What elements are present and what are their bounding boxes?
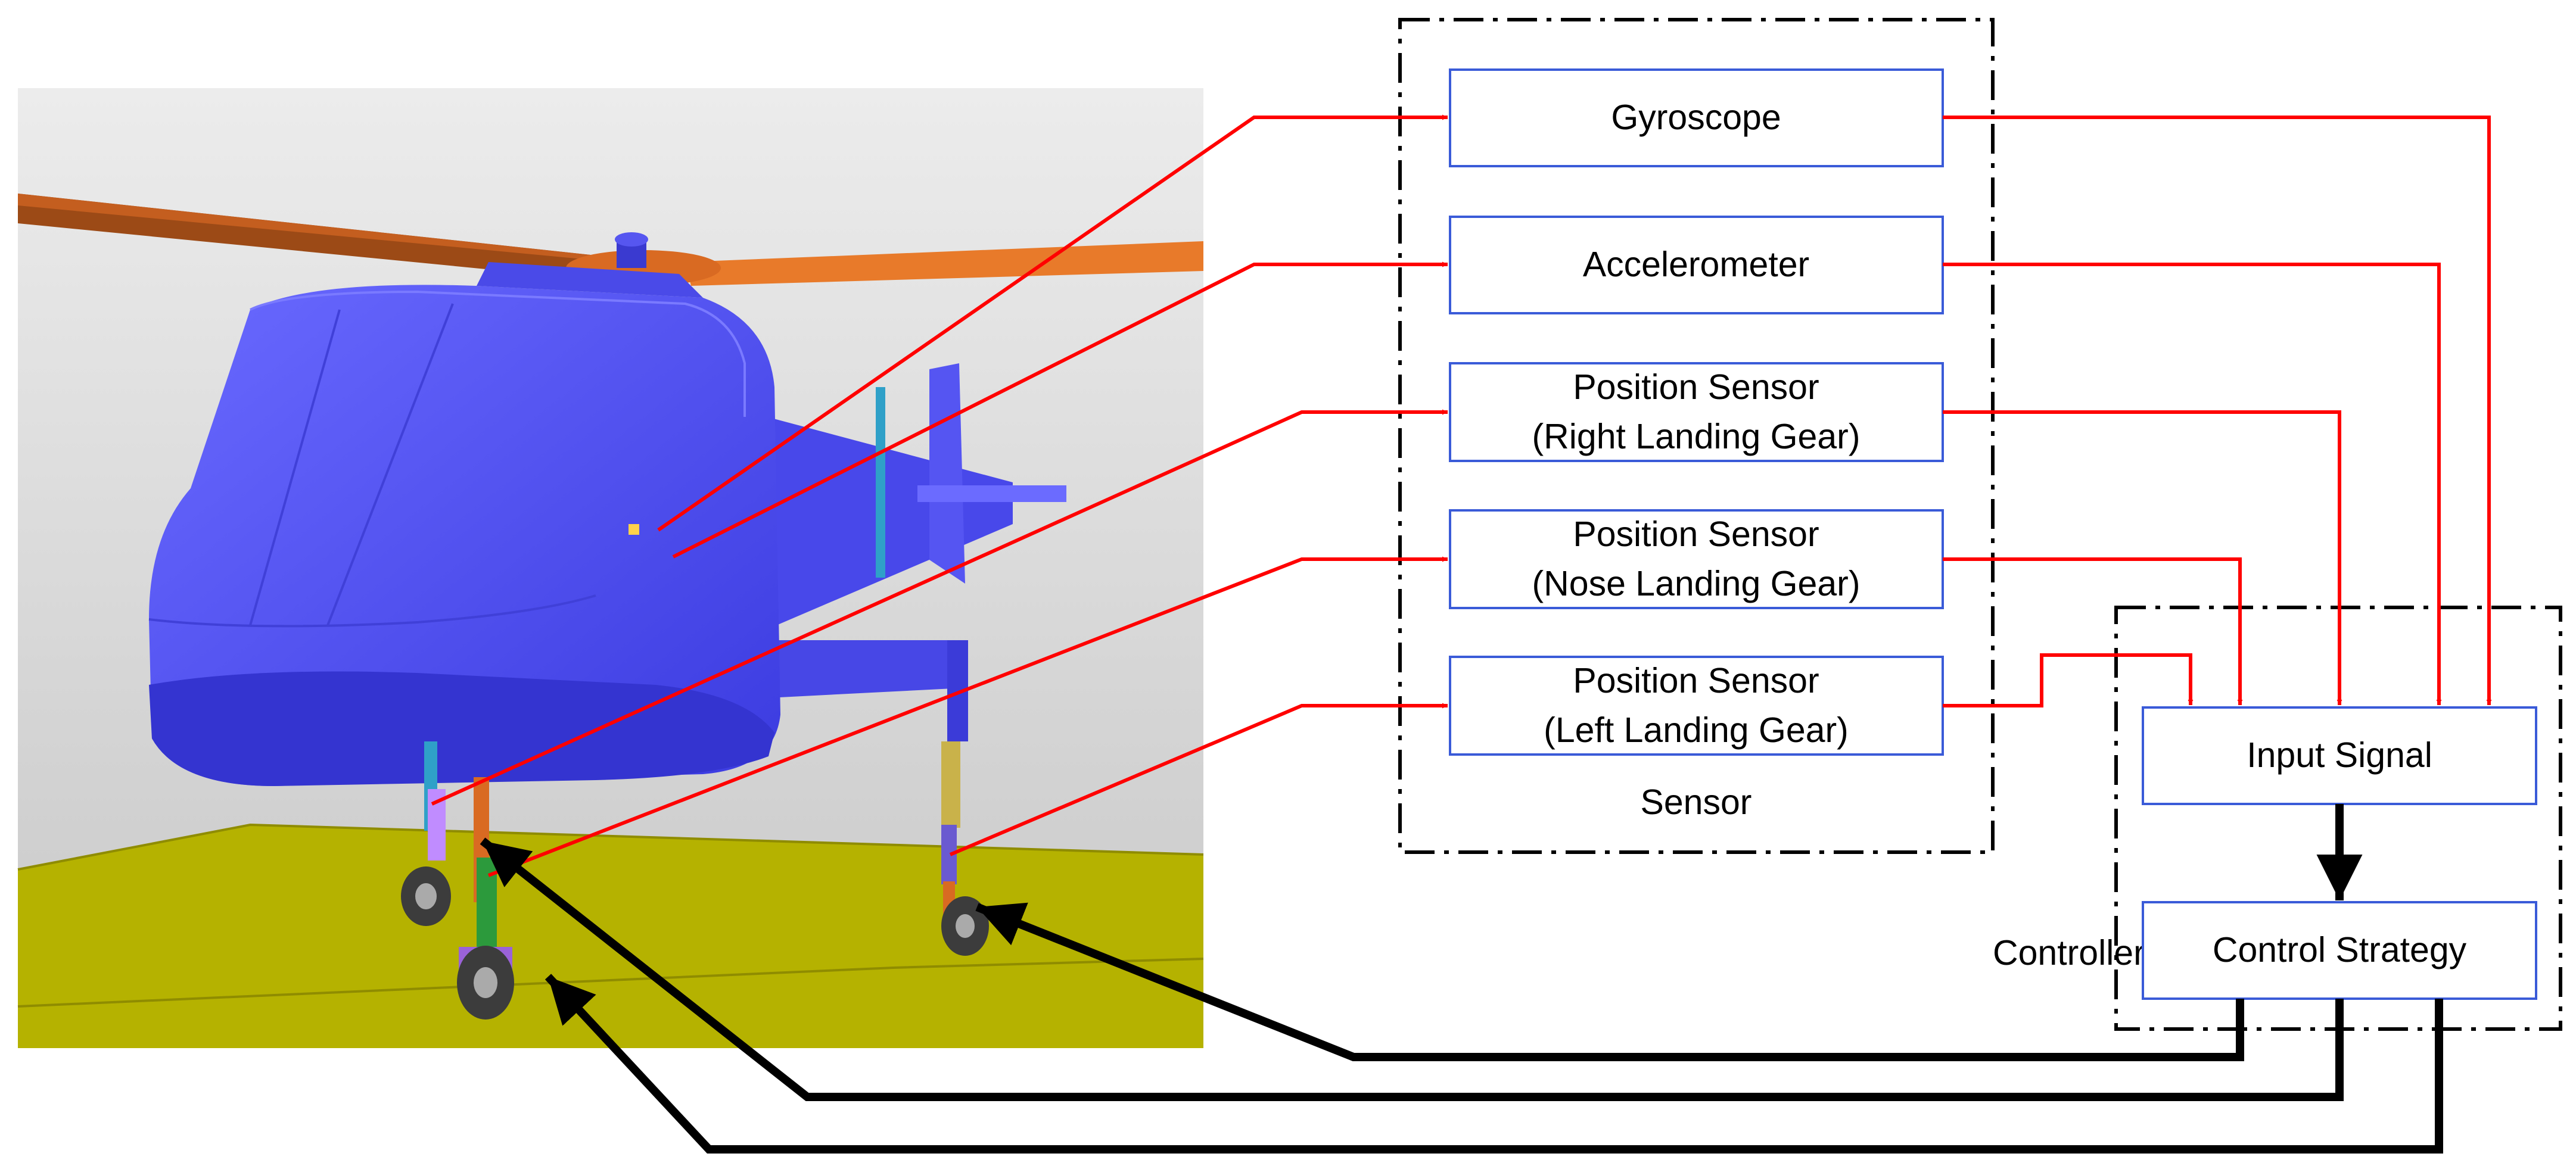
position-left-signal-line bbox=[1943, 653, 2194, 707]
position-right-sense-line bbox=[431, 409, 1448, 806]
sensor-group: Sensor bbox=[1398, 18, 1995, 854]
control-strategy-label: Control Strategy bbox=[2213, 930, 2467, 970]
accelerometer-sense-line bbox=[672, 261, 1448, 559]
position-nose-sense-line bbox=[487, 556, 1448, 877]
gyroscope-box: Gyroscope bbox=[1449, 68, 1944, 167]
nose-gear-control-line bbox=[545, 974, 2443, 1154]
position-right-signal-line bbox=[1943, 410, 2342, 705]
position-sensor-right-box: Position Sensor (Right Landing Gear) bbox=[1449, 362, 1944, 462]
position-sensor-nose-line2: (Nose Landing Gear) bbox=[1532, 564, 1861, 603]
position-sensor-nose-box: Position Sensor (Nose Landing Gear) bbox=[1449, 509, 1944, 609]
position-sensor-left-box: Position Sensor (Left Landing Gear) bbox=[1449, 656, 1944, 756]
gyroscope-sense-line bbox=[657, 114, 1448, 532]
gyroscope-label: Gyroscope bbox=[1611, 98, 1781, 137]
input-signal-box: Input Signal bbox=[2142, 706, 2537, 805]
position-sensor-nose-line1: Position Sensor bbox=[1573, 515, 1819, 554]
controller-group: Controller Input Signal Control Strategy bbox=[1993, 606, 2562, 1031]
position-nose-signal-line bbox=[1943, 557, 2243, 705]
rotor-blade bbox=[18, 194, 1203, 286]
input-signal-label: Input Signal bbox=[2247, 735, 2432, 775]
sensor-boxes: Gyroscope Accelerometer Position Sensor … bbox=[1449, 68, 1944, 756]
control-strategy-box: Control Strategy bbox=[2142, 901, 2537, 1000]
sensor-group-label: Sensor bbox=[1641, 783, 1752, 822]
gyroscope-signal-line bbox=[1943, 116, 2492, 705]
accelerometer-label: Accelerometer bbox=[1583, 245, 1809, 284]
position-sensor-left-line1: Position Sensor bbox=[1573, 661, 1819, 700]
right-gear-control-line bbox=[480, 837, 2344, 1101]
left-gear-control-line bbox=[975, 902, 2244, 1061]
position-sensor-left-line2: (Left Landing Gear) bbox=[1544, 710, 1849, 750]
accelerometer-signal-line bbox=[1943, 263, 2442, 705]
signal-lines bbox=[1943, 116, 2492, 707]
position-sensor-right-line2: (Right Landing Gear) bbox=[1532, 417, 1861, 456]
helicopter-model-image bbox=[17, 88, 1204, 1048]
controller-group-label: Controller bbox=[1993, 933, 2145, 972]
position-left-sense-line bbox=[949, 703, 1448, 856]
sensing-lines bbox=[431, 114, 1448, 877]
position-sensor-right-line1: Position Sensor bbox=[1573, 367, 1819, 407]
control-lines bbox=[480, 837, 2443, 1154]
accelerometer-box: Accelerometer bbox=[1449, 216, 1944, 314]
